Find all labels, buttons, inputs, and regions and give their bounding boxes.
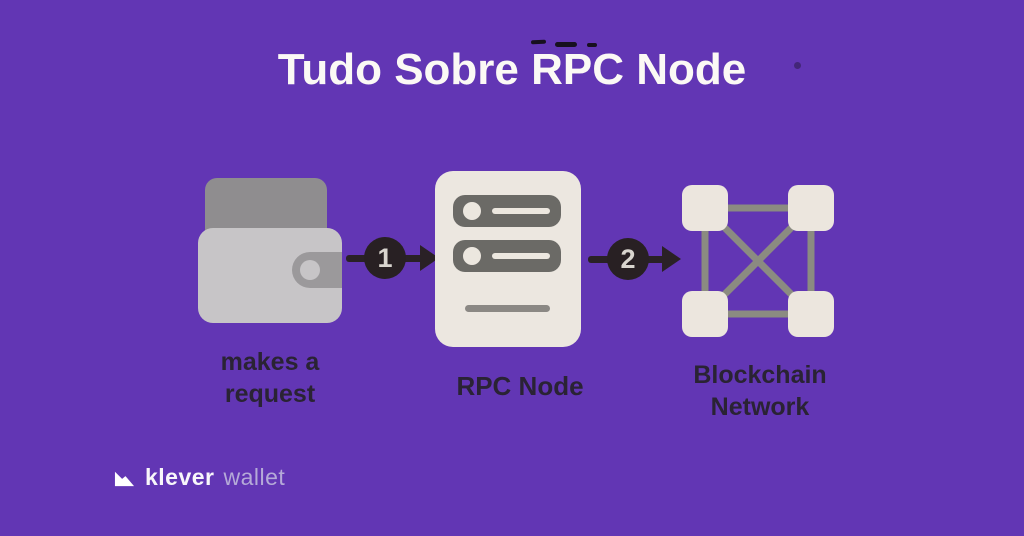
server-led-dot — [463, 247, 481, 265]
server-led-dot — [463, 202, 481, 220]
server-base-line — [465, 305, 550, 312]
brand-product-name: wallet — [223, 464, 286, 490]
smudge-artifact — [555, 42, 577, 47]
server-slot-line — [492, 253, 550, 259]
server-slot-line — [492, 208, 550, 214]
server-rack-row — [453, 195, 561, 227]
klever-logo-icon — [114, 471, 135, 487]
smudge-artifact — [530, 39, 547, 45]
server-icon — [435, 171, 581, 347]
rpc-node-label: RPC Node — [456, 371, 584, 401]
brand-name: klever — [145, 464, 215, 490]
wallet-clasp — [292, 252, 342, 288]
page-title: Tudo Sobre RPC Node — [277, 45, 747, 94]
blockchain-network-label: Blockchain Network — [693, 361, 827, 421]
step-2-badge: 2 — [607, 238, 649, 280]
arrow-head-icon — [662, 246, 681, 272]
smudge-artifact — [794, 62, 801, 69]
server-rack-row — [453, 240, 561, 272]
arrow-head-icon — [420, 245, 439, 271]
wallet-label: makes a request — [220, 348, 320, 408]
wallet-clasp-hole — [300, 260, 320, 280]
smudge-artifact — [587, 43, 597, 47]
blockchain-network-icon — [682, 185, 834, 337]
step-1-badge: 1 — [364, 237, 406, 279]
brand-footer: klever wallet — [113, 464, 285, 491]
